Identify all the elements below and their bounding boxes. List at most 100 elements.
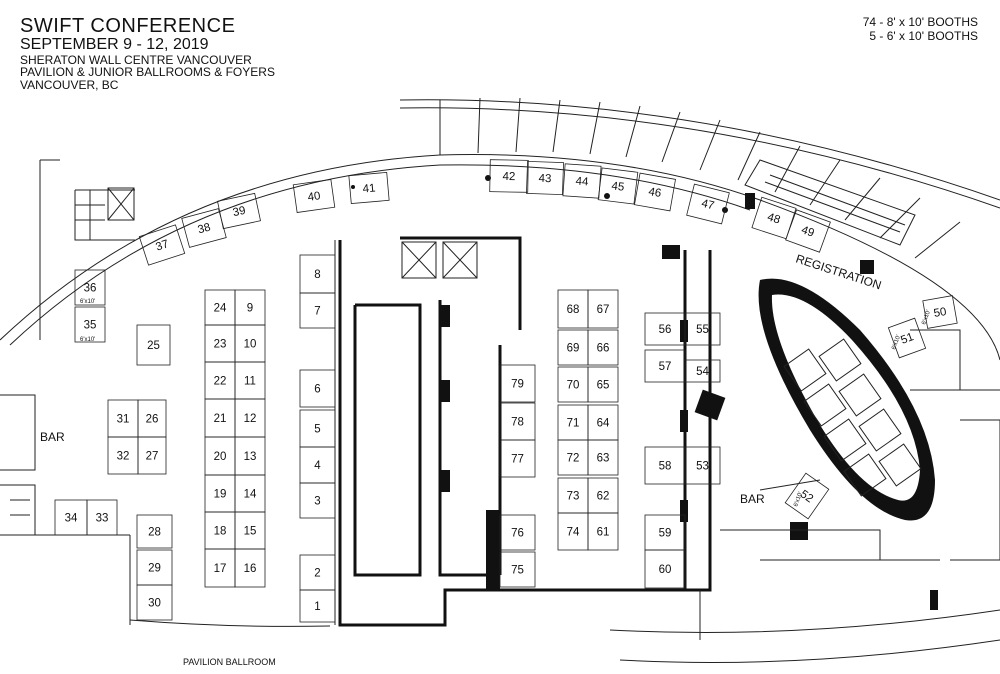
booth-46[interactable]: 46	[634, 172, 676, 212]
booth-25[interactable]: 25	[136, 324, 171, 366]
booth-36[interactable]: 36	[74, 269, 106, 306]
booth-72[interactable]: 72	[557, 439, 589, 476]
booth-2[interactable]: 2	[299, 554, 336, 591]
booth-number: 79	[511, 379, 524, 391]
booth-number: 78	[511, 417, 524, 429]
booth-22[interactable]: 22	[204, 361, 236, 400]
booth-77[interactable]: 77	[499, 439, 536, 478]
booth-number: 29	[148, 563, 161, 575]
booth-62[interactable]: 62	[587, 477, 619, 514]
booth-17[interactable]: 17	[204, 548, 236, 588]
booth-30[interactable]: 30	[136, 584, 173, 621]
booth-73[interactable]: 73	[557, 477, 589, 514]
booth-10[interactable]: 10	[234, 324, 266, 363]
booth-76[interactable]: 76	[499, 514, 536, 551]
booth-58[interactable]: 58	[644, 446, 686, 485]
booth-66[interactable]: 66	[587, 329, 619, 366]
booth-47[interactable]: 47	[686, 183, 730, 225]
booth-48[interactable]: 48	[751, 196, 797, 240]
booth-44[interactable]: 44	[562, 163, 602, 199]
booth-outline	[922, 295, 958, 329]
building-outline	[0, 99, 1000, 663]
booth-51-size: 6'x10'	[891, 334, 902, 350]
booth-15[interactable]: 15	[234, 511, 266, 550]
booth-outline	[644, 549, 686, 589]
booth-75[interactable]: 75	[499, 551, 536, 588]
booth-4[interactable]: 4	[299, 446, 336, 484]
booth-number: 72	[567, 453, 580, 465]
booth-64[interactable]: 64	[587, 404, 619, 441]
booth-3[interactable]: 3	[299, 482, 336, 519]
booth-51[interactable]: 51	[887, 317, 927, 359]
booth-35-size: 6'x10'	[80, 337, 95, 343]
booth-53[interactable]: 53	[684, 446, 721, 485]
booth-20[interactable]: 20	[204, 436, 236, 476]
booth-19[interactable]: 19	[204, 474, 236, 513]
booth-28[interactable]: 28	[136, 514, 173, 549]
booth-41[interactable]: 41	[348, 171, 390, 205]
booth-43[interactable]: 43	[526, 160, 564, 196]
booth-40[interactable]: 40	[292, 179, 336, 213]
booth-number: 13	[244, 451, 257, 463]
booth-number: 55	[696, 324, 709, 336]
booth-56[interactable]: 56	[644, 312, 686, 346]
booth-78[interactable]: 78	[499, 402, 536, 441]
booth-39[interactable]: 39	[217, 192, 261, 230]
booth-65[interactable]: 65	[587, 366, 619, 403]
booth-14[interactable]: 14	[234, 474, 266, 513]
large-booth-count: 74 - 8' x 10' BOOTHS	[862, 15, 978, 29]
booth-9[interactable]: 9	[234, 289, 266, 326]
booth-67[interactable]: 67	[587, 289, 619, 329]
booth-number: 7	[314, 306, 320, 318]
booth-55[interactable]: 55	[684, 312, 721, 346]
booth-1[interactable]: 1	[299, 589, 336, 623]
booth-24[interactable]: 24	[204, 289, 236, 326]
booth-49[interactable]: 49	[785, 209, 831, 253]
event-dates: SEPTEMBER 9 - 12, 2019	[20, 36, 209, 53]
booth-69[interactable]: 69	[557, 329, 589, 366]
booth-42[interactable]: 42	[489, 159, 529, 193]
booth-31[interactable]: 31	[107, 399, 139, 438]
booth-68[interactable]: 68	[557, 289, 589, 329]
booth-54[interactable]: 54	[684, 359, 721, 383]
booth-outline	[299, 554, 336, 591]
booth-71[interactable]: 71	[557, 404, 589, 441]
booth-number: 77	[511, 454, 524, 466]
booth-37[interactable]: 37	[138, 224, 186, 266]
booth-13[interactable]: 13	[234, 436, 266, 476]
booth-38[interactable]: 38	[181, 208, 227, 248]
booth-16[interactable]: 16	[234, 548, 266, 588]
booth-23[interactable]: 23	[204, 324, 236, 363]
booth-21[interactable]: 21	[204, 398, 236, 438]
booth-79[interactable]: 79	[499, 364, 536, 403]
booth-50[interactable]: 50	[922, 295, 958, 329]
booth-45[interactable]: 45	[597, 167, 639, 205]
booth-60[interactable]: 60	[644, 549, 686, 589]
booth-59[interactable]: 59	[644, 514, 686, 551]
booth-11[interactable]: 11	[234, 361, 266, 400]
booth-32[interactable]: 32	[107, 436, 139, 475]
booth-5[interactable]: 5	[299, 409, 336, 448]
booth-34[interactable]: 34	[54, 499, 88, 536]
booth-35[interactable]: 35	[74, 306, 106, 343]
booth-29[interactable]: 29	[136, 549, 173, 586]
venue-city: VANCOUVER, BC	[20, 77, 119, 92]
booth-61[interactable]: 61	[587, 512, 619, 551]
booth-outline	[136, 514, 173, 549]
booth-number: 64	[597, 418, 610, 430]
booth-57[interactable]: 57	[644, 349, 686, 383]
booth-63[interactable]: 63	[587, 439, 619, 476]
booth-8[interactable]: 8	[299, 254, 336, 294]
booth-52[interactable]: 52	[784, 472, 830, 520]
booth-7[interactable]: 7	[299, 292, 336, 329]
booth-number: 67	[597, 304, 610, 316]
booth-12[interactable]: 12	[234, 398, 266, 438]
booth-70[interactable]: 70	[557, 366, 589, 403]
booth-6[interactable]: 6	[299, 369, 336, 408]
booth-74[interactable]: 74	[557, 512, 589, 551]
booth-18[interactable]: 18	[204, 511, 236, 550]
booth-26[interactable]: 26	[137, 399, 167, 438]
booth-outline	[348, 171, 390, 205]
booth-27[interactable]: 27	[137, 436, 167, 475]
booth-33[interactable]: 33	[86, 499, 118, 536]
